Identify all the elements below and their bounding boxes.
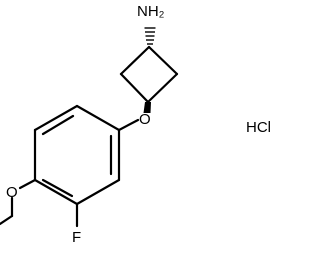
methoxy-group xyxy=(0,178,37,226)
fluorine-label: F xyxy=(72,229,81,246)
hcl-label: HCl xyxy=(246,119,271,136)
amine-label: NH₂ xyxy=(137,3,165,20)
ether-aryl-bond xyxy=(117,118,140,132)
molecule-drawing: NH₂ O F O HCl xyxy=(0,3,271,246)
bold-wedge-ether xyxy=(143,102,151,113)
hashed-wedge-amine xyxy=(144,27,156,45)
structure-canvas: NH₂ O F O HCl xyxy=(0,3,271,246)
benzene-ring xyxy=(33,104,121,206)
cyclobutane-ring xyxy=(119,45,179,104)
ether-oxygen-label: O xyxy=(139,111,151,128)
methoxy-oxygen-label: O xyxy=(6,184,18,201)
